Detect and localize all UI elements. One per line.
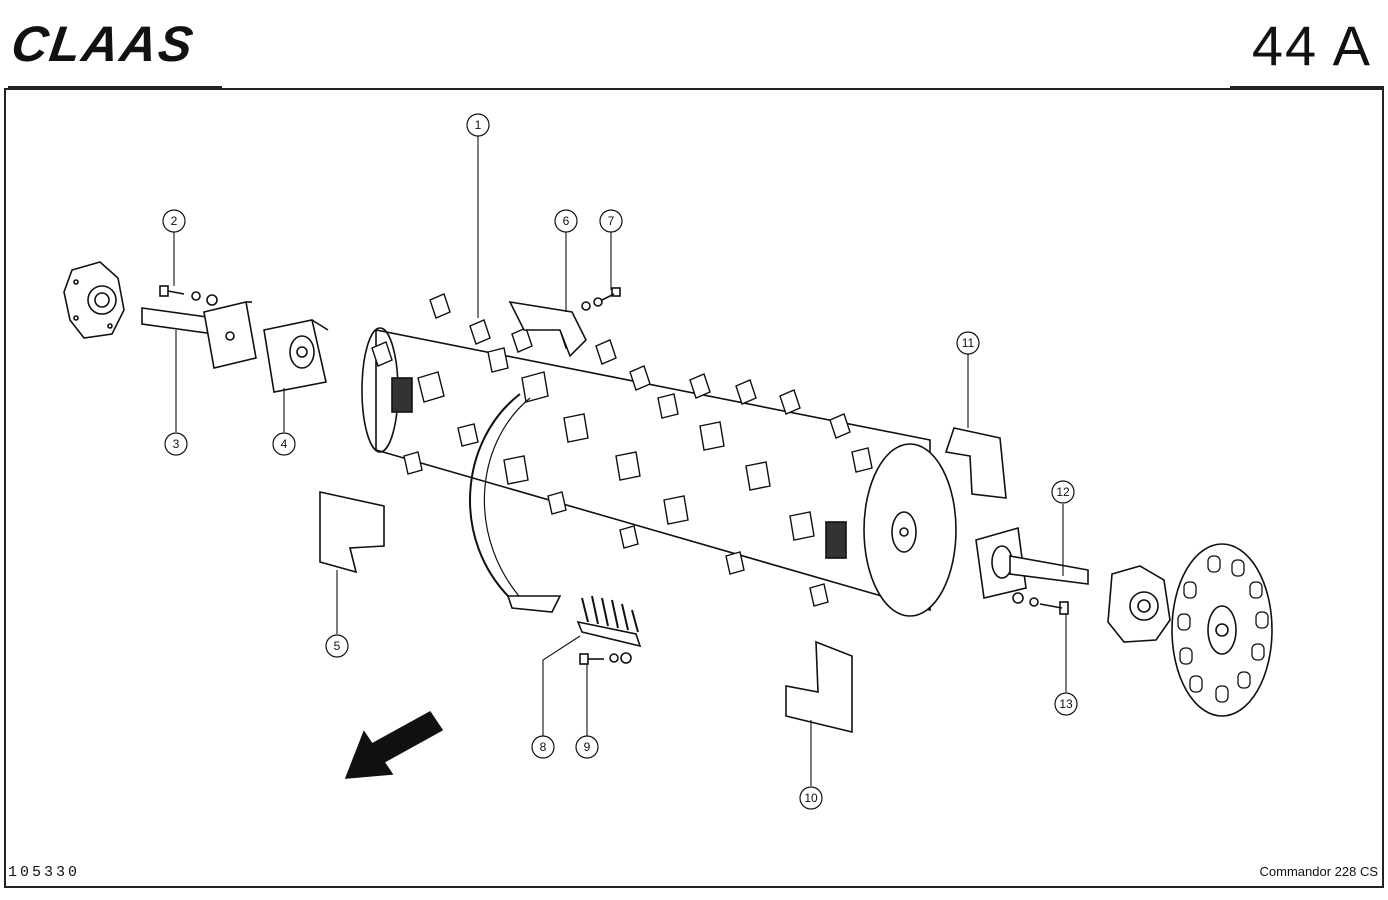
callout-4: 4	[272, 432, 296, 456]
flywheel	[1171, 543, 1273, 717]
drum-knives	[371, 293, 873, 607]
drawing-frame	[4, 88, 1384, 888]
rotor-drum	[361, 293, 957, 617]
svg-text:5: 5	[334, 639, 341, 653]
knife-bar-8	[576, 595, 642, 648]
cover-plate-5	[319, 491, 385, 574]
cover-plate-11	[944, 427, 1007, 499]
svg-text:1: 1	[475, 118, 482, 132]
drawing-number: 105330	[8, 864, 81, 881]
svg-text:4: 4	[281, 437, 288, 451]
svg-text:13: 13	[1059, 697, 1073, 711]
callout-2: 2	[162, 209, 186, 233]
drum-slot-left	[391, 377, 413, 413]
right-stub-shaft	[975, 526, 1089, 599]
bolt-7	[581, 287, 621, 311]
callout-9: 9	[575, 735, 599, 759]
drum-slot-right	[825, 521, 847, 559]
callout-5: 5	[325, 634, 349, 658]
svg-text:9: 9	[584, 740, 591, 754]
svg-text:12: 12	[1056, 485, 1070, 499]
callout-1: 1	[466, 113, 490, 137]
callout-3: 3	[164, 432, 188, 456]
svg-text:10: 10	[804, 791, 818, 805]
svg-text:2: 2	[171, 214, 178, 228]
plate-number: 44 A	[1251, 14, 1372, 77]
direction-arrow	[344, 710, 444, 779]
callout-10: 10	[799, 786, 823, 810]
svg-text:7: 7	[608, 214, 615, 228]
callout-13: 13	[1054, 692, 1078, 716]
left-bearing-housing	[63, 261, 125, 339]
svg-text:11: 11	[962, 336, 975, 350]
header-rule-left	[8, 86, 222, 88]
guide-strip	[469, 393, 562, 613]
right-bearing-housing	[1107, 565, 1171, 643]
bolt-2	[159, 285, 218, 306]
bolt-13	[1012, 592, 1069, 615]
callout-8: 8	[531, 735, 555, 759]
callout-6: 6	[554, 209, 578, 233]
cover-plate-6	[508, 300, 587, 358]
bolt-9	[579, 652, 632, 665]
cover-plate-10	[785, 640, 853, 734]
callout-7: 7	[599, 209, 623, 233]
svg-text:8: 8	[540, 740, 547, 754]
left-stub-shaft	[141, 301, 257, 369]
callout-12: 12	[1051, 480, 1075, 504]
svg-text:3: 3	[173, 437, 180, 451]
hub-disc	[263, 319, 329, 393]
leader-lines	[173, 136, 1067, 786]
header-rule-right	[1230, 86, 1384, 88]
svg-text:6: 6	[563, 214, 570, 228]
callout-11: 11	[956, 331, 980, 355]
model-name: Commandor 228 CS	[1259, 864, 1379, 879]
